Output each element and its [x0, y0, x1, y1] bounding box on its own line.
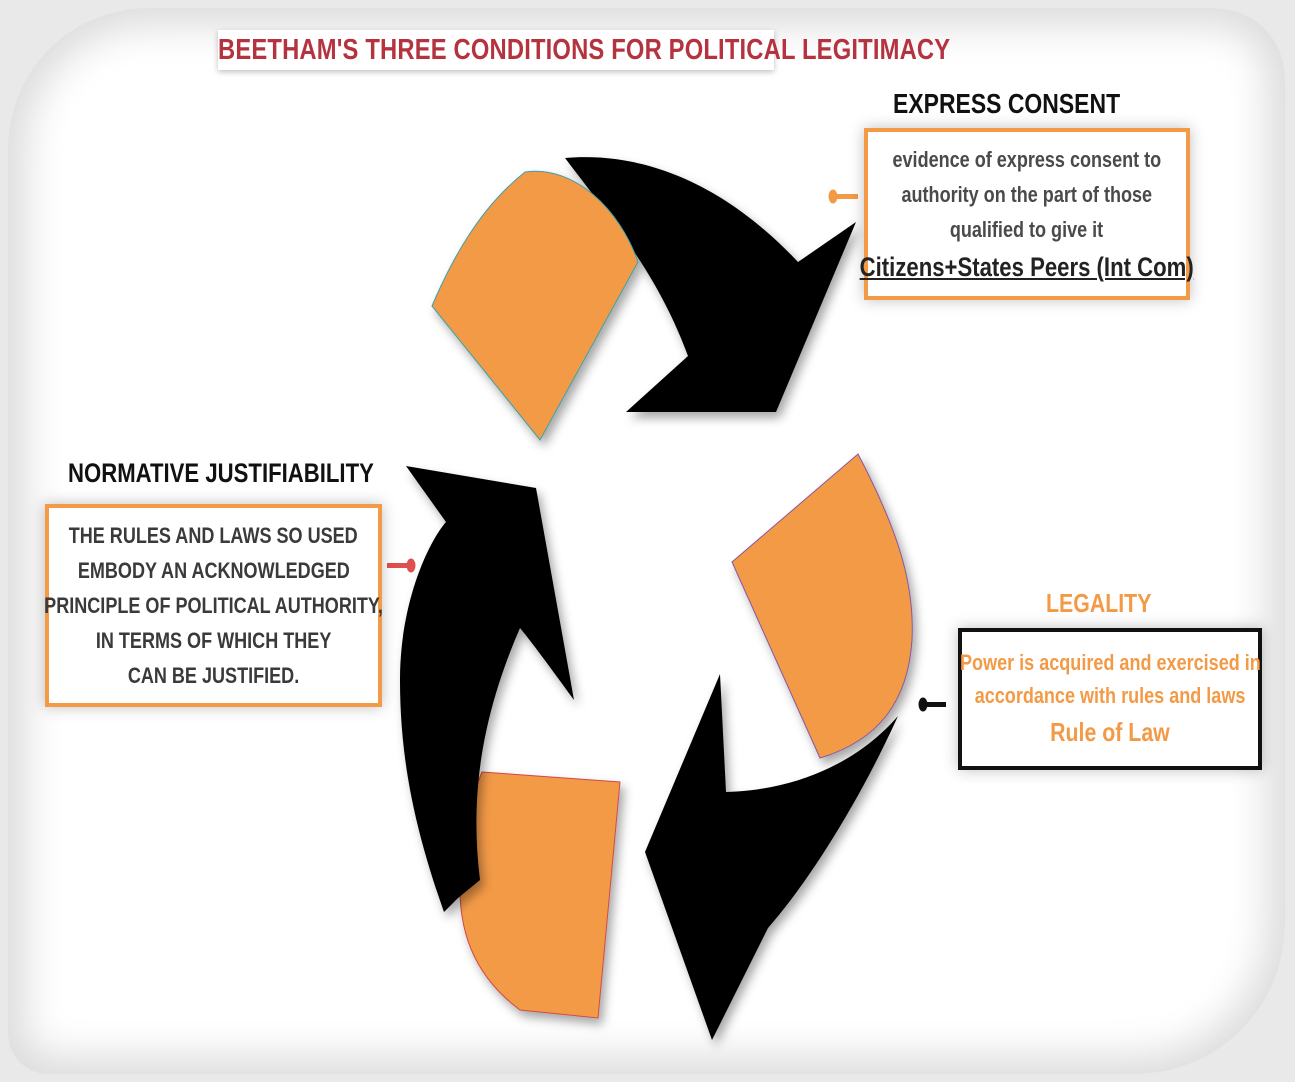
right-arrow-head — [645, 674, 898, 1040]
legality-heading: LEGALITY — [1046, 588, 1152, 618]
express-consent-heading: EXPRESS CONSENT — [893, 88, 1121, 119]
right-orange-blade — [731, 453, 913, 759]
legality-box: Power is acquired and exercised in accor… — [958, 628, 1262, 770]
left-orange-blade — [459, 771, 621, 1019]
normative-box: THE RULES AND LAWS SO USED EMBODY AN ACK… — [44, 504, 383, 707]
legality-line: Power is acquired and exercised in — [959, 650, 1261, 675]
legality-line: accordance with rules and laws — [974, 683, 1246, 708]
normative-heading: NORMATIVE JUSTIFIABILITY — [68, 458, 374, 488]
normative-line: THE RULES AND LAWS SO USED — [69, 523, 358, 548]
normative-line: PRINCIPLE OF POLITICAL AUTHORITY, — [44, 593, 383, 618]
normative-line: IN TERMS OF WHICH THEY — [95, 628, 332, 653]
express-consent-box: evidence of express consent to authority… — [860, 128, 1194, 300]
top-arrow-head — [565, 157, 856, 412]
express-consent-line: authority on the part of those — [901, 181, 1153, 207]
express-consent-highlight: Citizens+States Peers (Int Com) — [859, 251, 1195, 282]
pin-connector-icon — [387, 558, 416, 573]
normative-line: CAN BE JUSTIFIED. — [127, 663, 300, 688]
normative-line: EMBODY AN ACKNOWLEDGED — [77, 558, 350, 583]
express-consent-line: evidence of express consent to — [892, 146, 1162, 172]
left-arrow-head — [400, 466, 574, 912]
express-consent-line: qualified to give it — [950, 216, 1104, 242]
pin-connector-icon — [918, 697, 946, 712]
pin-connector-icon — [828, 189, 858, 204]
legality-highlight: Rule of Law — [1050, 717, 1170, 747]
top-orange-blade — [431, 170, 639, 441]
